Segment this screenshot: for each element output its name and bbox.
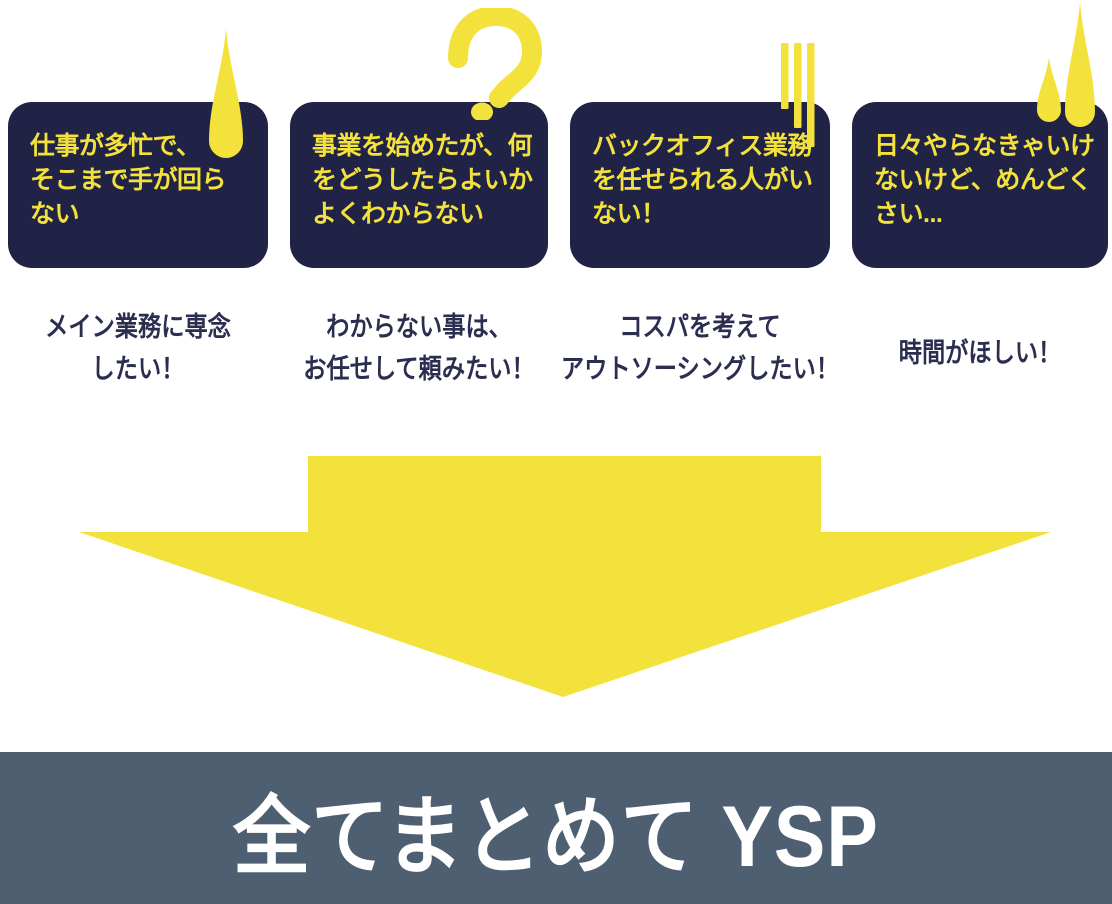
down-arrow [79,456,1051,697]
pain-point-caption-1: メイン業務に専念 したい！ [26,306,250,390]
pain-point-box-3: バックオフィス業務 を任せられる人がい ない！ [570,102,830,268]
pain-point-box-2: 事業を始めたが、何 をどうしたらよいか よくわからない [290,102,548,268]
pain-point-text-line: を任せられる人がい [592,166,813,194]
pain-point-text-line: 仕事が多忙で、 [30,132,201,160]
question-mark-icon [448,8,543,120]
pain-point-caption-3: コスパを考えて アウトソーシングしたい！ [561,306,839,390]
pain-point-text-line: バックオフィス業務 [592,132,813,160]
caption-line: お任せして頼みたい！ [303,354,535,384]
pain-point-text-line: 事業を始めたが、何 [312,132,533,160]
pain-point-text-line: そこまで手が回ら [30,166,227,194]
sweat-drop-icon [209,28,243,158]
pain-point-box-4: 日々やらなきゃいけ ないけど、めんどく さい... [852,102,1108,268]
solution-banner: 全てまとめて YSP [0,752,1112,904]
pain-point-caption-4: 時間がほしい！ [870,332,1090,374]
pain-point-text-line: ない [30,200,80,228]
caption-line: 時間がほしい！ [898,338,1062,368]
pain-point-text-line: さい... [874,200,943,228]
pain-point-text-line: をどうしたらよいか [312,166,533,194]
caption-line: わからない事は、 [326,312,512,342]
pain-point-text-line: 日々やらなきゃいけ [874,132,1095,160]
pain-point-caption-2: わからない事は、 お任せして頼みたい！ [303,306,535,390]
pain-point-text-line: よくわからない [312,200,484,228]
caption-line: したい！ [91,354,185,384]
pain-point-text-line: ないけど、めんどく [874,166,1092,194]
emphasis-lines-icon [781,43,815,147]
caption-line: メイン業務に専念 [45,312,231,342]
caption-line: アウトソーシングしたい！ [560,354,840,384]
caption-line: コスパを考えて [619,312,781,342]
double-sweat-drop-icon [1037,2,1095,127]
pain-point-text-line: ない！ [592,200,666,228]
banner-title: 全てまとめて YSP [233,788,879,885]
